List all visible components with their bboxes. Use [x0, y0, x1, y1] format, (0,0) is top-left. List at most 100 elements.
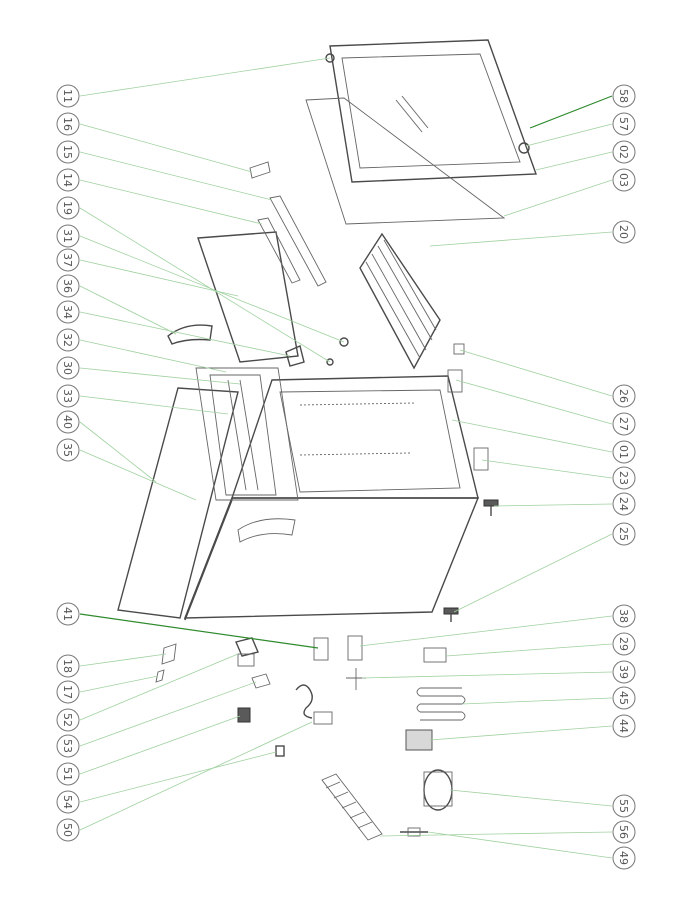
callout-label: 20: [617, 225, 630, 239]
callout-ring: [612, 686, 636, 710]
callout-label: 03: [617, 173, 630, 187]
callout-34: 34: [56, 300, 80, 324]
plate-26: [453, 343, 465, 355]
wire-shelf: [359, 232, 441, 370]
callout-01: 01: [612, 440, 636, 464]
callout-ring: [56, 196, 80, 220]
part-54: [275, 745, 285, 757]
condenser-grid-56: [321, 773, 383, 841]
part-29: [346, 668, 366, 690]
callout-44: 44: [612, 714, 636, 738]
callout-31: 31: [56, 224, 80, 248]
callout-label: 19: [61, 201, 74, 215]
callout-ring: [612, 846, 636, 870]
part-39: [423, 647, 447, 663]
callout-ring: [612, 604, 636, 628]
part-17: [155, 669, 165, 683]
callout-label: 16: [61, 117, 74, 131]
callout-label: 49: [617, 851, 630, 865]
callout-label: 56: [617, 825, 630, 839]
callout-51: 51: [56, 762, 80, 786]
callout-ring: [56, 818, 80, 842]
callout-ring: [56, 602, 80, 626]
callout-ring: [612, 220, 636, 244]
part-51: [237, 707, 251, 723]
callout-ring: [612, 714, 636, 738]
callout-label: 44: [617, 719, 630, 733]
callout-19: 19: [56, 196, 80, 220]
callout-02: 02: [612, 140, 636, 164]
callout-18: 18: [56, 654, 80, 678]
callout-label: 39: [617, 665, 630, 679]
callout-20: 20: [612, 220, 636, 244]
fan-44: [405, 729, 433, 751]
callout-52: 52: [56, 708, 80, 732]
callout-label: 58: [617, 89, 630, 103]
callout-45: 45: [612, 686, 636, 710]
callout-27: 27: [612, 412, 636, 436]
callout-38: 38: [612, 604, 636, 628]
door-gasket: [305, 97, 506, 225]
callout-ring: [56, 140, 80, 164]
callout-15: 15: [56, 140, 80, 164]
callout-label: 38: [617, 609, 630, 623]
callout-ring: [612, 466, 636, 490]
top-panel: [197, 231, 299, 363]
callout-ring: [56, 762, 80, 786]
callout-ring: [612, 384, 636, 408]
callout-32: 32: [56, 328, 80, 352]
drier-49: [400, 827, 428, 837]
callout-54: 54: [56, 790, 80, 814]
callout-label: 54: [61, 795, 74, 809]
callout-36: 36: [56, 274, 80, 298]
right-leaders: [359, 95, 613, 859]
callout-ring: [612, 412, 636, 436]
callout-ring: [56, 224, 80, 248]
callout-25: 25: [612, 522, 636, 546]
callout-ring: [56, 384, 80, 408]
hinge-16: [249, 161, 271, 179]
callout-49: 49: [612, 846, 636, 870]
callout-label: 15: [61, 145, 74, 159]
callout-ring: [612, 820, 636, 844]
callout-label: 41: [61, 607, 74, 621]
box-52: [235, 637, 259, 667]
callout-55: 55: [612, 794, 636, 818]
callout-ring: [56, 680, 80, 704]
callout-41: 41: [56, 602, 80, 626]
callout-24: 24: [612, 492, 636, 516]
callout-label: 17: [61, 685, 74, 699]
callout-label: 45: [617, 691, 630, 705]
bolt-19: [326, 358, 334, 366]
callout-label: 37: [61, 253, 74, 267]
callout-ring: [56, 654, 80, 678]
callout-ring: [56, 274, 80, 298]
callout-label: 36: [61, 279, 74, 293]
callout-ring: [612, 84, 636, 108]
callout-40: 40: [56, 410, 80, 434]
bracket-34: [285, 345, 305, 367]
callout-label: 01: [617, 445, 630, 459]
callout-23: 23: [612, 466, 636, 490]
callout-label: 35: [61, 443, 74, 457]
part-53: [251, 673, 271, 689]
callout-ring: [56, 112, 80, 136]
callout-56: 56: [612, 820, 636, 844]
foot-24: [483, 499, 499, 516]
callout-label: 30: [61, 361, 74, 375]
callout-label: 40: [61, 415, 74, 429]
callout-26: 26: [612, 384, 636, 408]
right-callout-column: 58 57 02 03 20 26 27 01 23 24 25 38 29 39 45 44 55 56 49: [612, 84, 636, 870]
callout-label: 55: [617, 799, 630, 813]
callout-39: 39: [612, 660, 636, 684]
callout-label: 26: [617, 389, 630, 403]
callout-37: 37: [56, 248, 80, 272]
callout-ring: [56, 328, 80, 352]
callout-label: 29: [617, 637, 630, 651]
callout-ring: [612, 440, 636, 464]
callout-ring: [56, 410, 80, 434]
callout-label: 23: [617, 471, 630, 485]
callout-label: 57: [617, 117, 630, 131]
callout-label: 51: [61, 767, 74, 781]
